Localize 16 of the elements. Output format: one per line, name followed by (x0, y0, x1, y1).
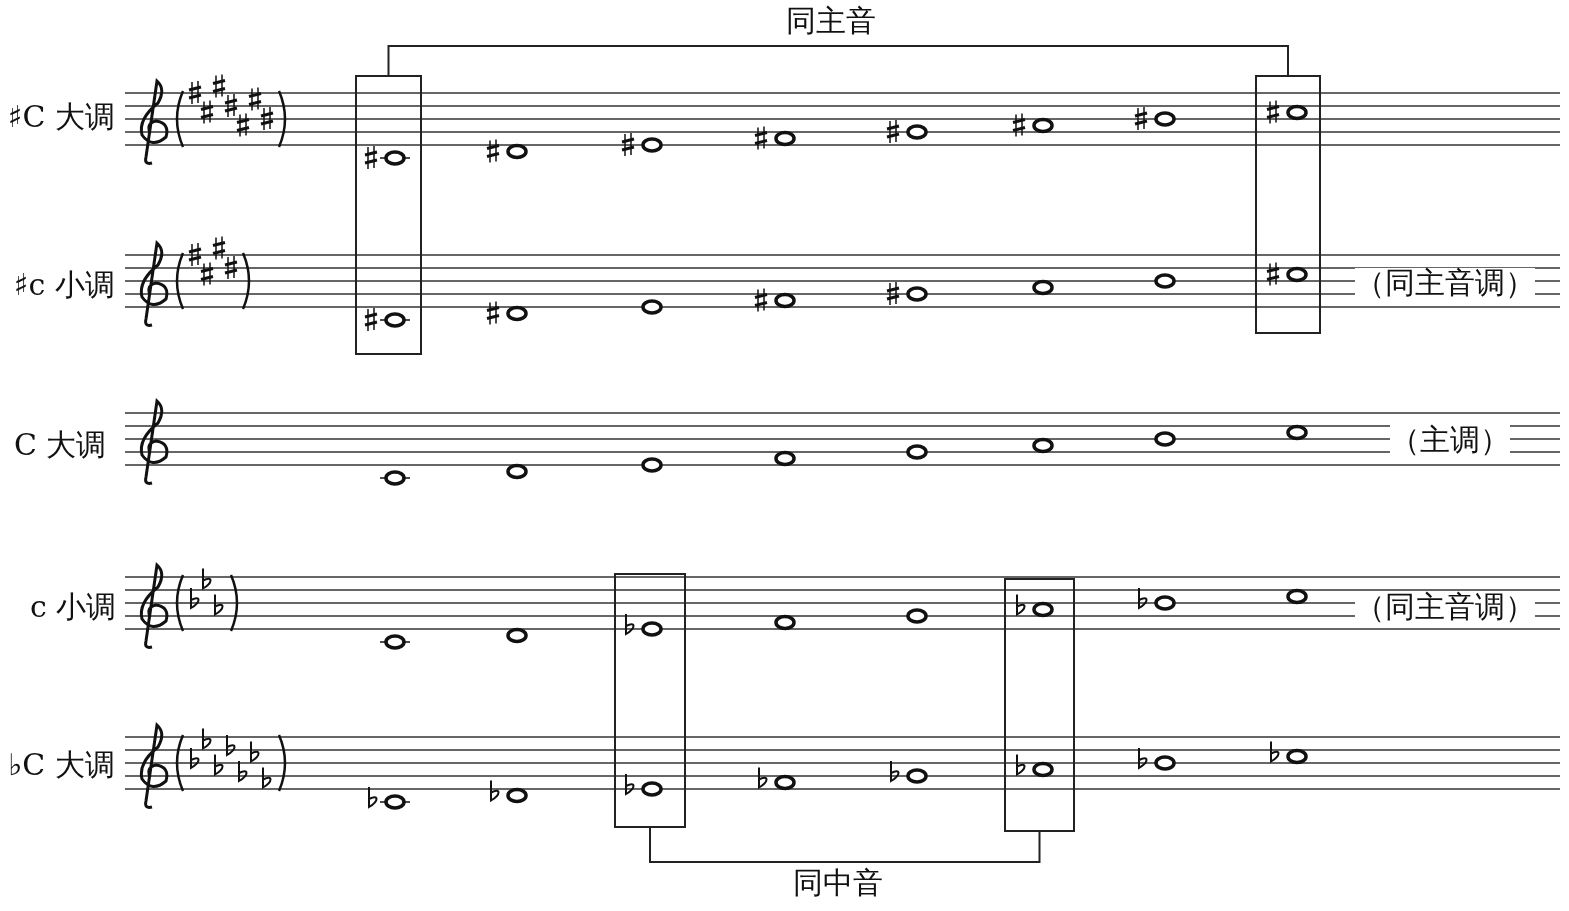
highlight-box (1004, 578, 1075, 832)
row-label: C 大调 (14, 430, 107, 460)
highlight-box (614, 573, 686, 828)
highlight-box (355, 75, 422, 355)
key-label: （主调） (1390, 425, 1510, 455)
highlight-box (1255, 75, 1321, 334)
bracket-line (387, 45, 1289, 76)
row-label: ♯c 小调 (14, 270, 115, 300)
row-label: ♭C 大调 (8, 750, 115, 780)
row-label: c 小调 (30, 592, 117, 622)
key-label: （同主音调） (1355, 268, 1535, 298)
bracket-line (649, 827, 1041, 863)
edge-label: 同中音 (792, 868, 883, 898)
key-label: （同主音调） (1355, 592, 1535, 622)
edge-label: 同主音 (786, 6, 877, 36)
row-label: ♯C 大调 (8, 102, 115, 132)
